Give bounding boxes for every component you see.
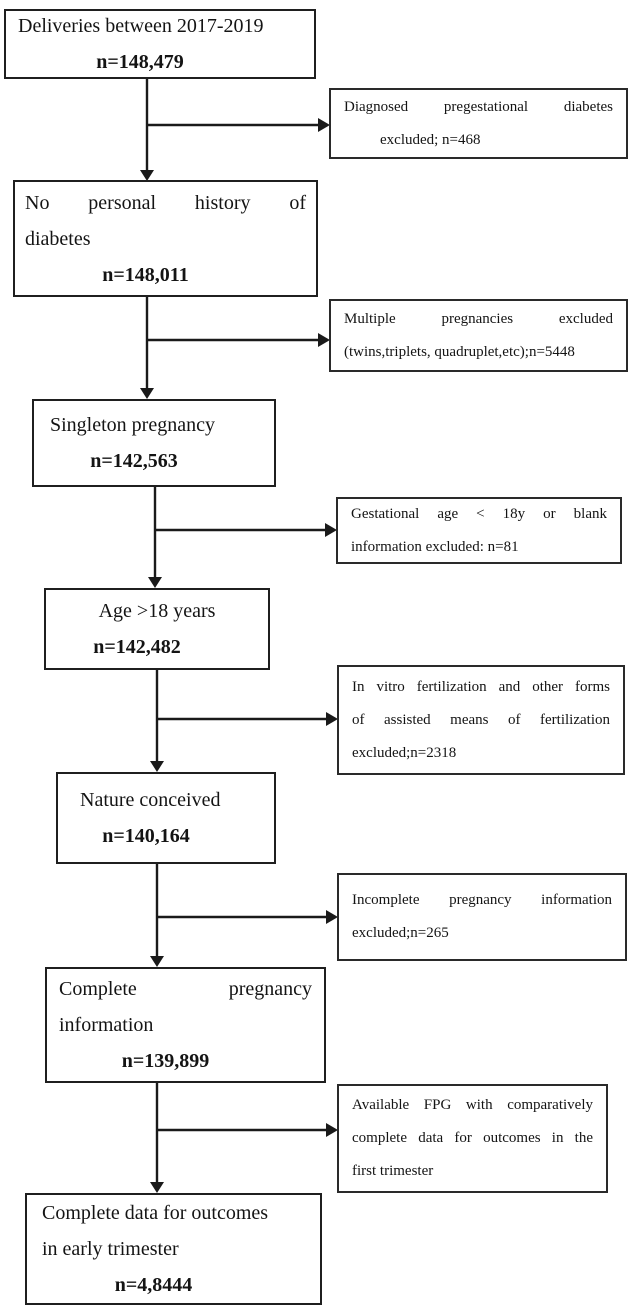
exclusion-text: Multiple pregnancies excluded (twins,trip…: [331, 303, 626, 369]
box-count: n=4,8444: [114, 1274, 193, 1296]
flow-box-complete-outcome-data: Complete data for outcomes in early trime…: [25, 1193, 322, 1305]
connector-4: [150, 670, 338, 772]
flow-box-nature-conceived: Nature conceived n=140,164: [56, 772, 276, 864]
right-arrowhead-icon: [318, 118, 330, 132]
text-line: excluded; n=468: [380, 131, 481, 148]
box-count: n=142,482: [93, 636, 181, 658]
text-line: Diagnosed pregestational diabetes: [344, 98, 613, 115]
text-line: Incomplete pregnancy information: [352, 892, 612, 908]
connector-1: [140, 79, 330, 181]
flow-box-singleton-pregnancy: Singleton pregnancy n=142,563: [32, 399, 276, 487]
connector-5: [150, 864, 338, 967]
text-line: (twins,triplets, quadruplet,etc);n=5448: [344, 343, 575, 360]
box-count: n=148,011: [102, 263, 189, 286]
box-title: No personal history of diabetes: [15, 185, 316, 257]
text-line: Singleton pregnancy: [50, 414, 215, 436]
box-title: Deliveries between 2017-2019: [6, 8, 314, 44]
text-line: first trimester: [352, 1163, 434, 1179]
down-arrowhead-icon: [148, 577, 162, 588]
connector-6: [150, 1083, 338, 1193]
text-line: Nature conceived: [80, 789, 221, 811]
exclusion-box-incomplete-info: Incomplete pregnancy information excluded…: [337, 873, 627, 961]
box-title: Nature conceived: [58, 782, 274, 818]
text-line: In vitro fertilization and other forms: [352, 678, 610, 695]
connector-2: [140, 297, 330, 399]
flow-box-age-over-18: Age >18 years n=142,482: [44, 588, 270, 670]
box-title: Singleton pregnancy: [34, 407, 274, 443]
right-arrowhead-icon: [326, 712, 338, 726]
box-title: Complete data for outcomes in early trime…: [27, 1195, 320, 1267]
flow-box-deliveries: Deliveries between 2017-2019 n=148,479: [4, 9, 316, 79]
flow-box-no-history-diabetes: No personal history of diabetes n=148,011: [13, 180, 318, 297]
box-title: Age >18 years: [46, 593, 268, 629]
exclusion-box-age-or-blank: Gestational age < 18y or blank informatio…: [336, 497, 622, 564]
right-arrowhead-icon: [326, 910, 338, 924]
text-line: excluded;n=265: [352, 925, 449, 941]
exclusion-text: Diagnosed pregestational diabetes exclude…: [331, 91, 626, 157]
note-text: Available FPG with comparatively complete…: [339, 1089, 606, 1188]
down-arrowhead-icon: [150, 1182, 164, 1193]
text-line: Deliveries between 2017-2019: [18, 15, 264, 37]
exclusion-box-multiple-pregnancies: Multiple pregnancies excluded (twins,trip…: [329, 299, 628, 372]
connector-3: [148, 487, 337, 588]
text-line: Gestational age < 18y or blank: [351, 505, 607, 522]
right-arrowhead-icon: [326, 1123, 338, 1137]
box-count: n=148,479: [96, 51, 184, 73]
box-count: n=140,164: [102, 825, 190, 847]
flow-box-complete-pregnancy-info: Complete pregnancy information n=139,899: [45, 967, 326, 1083]
text-line: excluded;n=2318: [352, 744, 457, 761]
text-line: diabetes: [25, 227, 91, 250]
text-line: in early trimester: [42, 1238, 179, 1260]
exclusion-text: Gestational age < 18y or blank informatio…: [338, 498, 620, 564]
right-arrowhead-icon: [318, 333, 330, 347]
exclusion-text: In vitro fertilization and other forms of…: [339, 671, 623, 770]
text-line: Multiple pregnancies excluded: [344, 310, 613, 327]
text-line: information excluded: n=81: [351, 538, 519, 555]
exclusion-box-pregestational-diabetes: Diagnosed pregestational diabetes exclude…: [329, 88, 628, 159]
text-line: Complete data for outcomes: [42, 1202, 269, 1224]
note-box-available-fpg: Available FPG with comparatively complete…: [337, 1084, 608, 1193]
text-line: information: [59, 1014, 154, 1036]
down-arrowhead-icon: [140, 170, 154, 181]
text-line: complete data for outcomes in the: [352, 1130, 593, 1146]
down-arrowhead-icon: [150, 761, 164, 772]
exclusion-text: Incomplete pregnancy information excluded…: [339, 884, 625, 950]
box-title: Complete pregnancy information: [47, 971, 324, 1043]
text-line: of assisted means of fertilization: [352, 711, 610, 728]
right-arrowhead-icon: [325, 523, 337, 537]
text-line: Available FPG with comparatively: [352, 1097, 593, 1113]
box-count: n=139,899: [121, 1050, 210, 1072]
down-arrowhead-icon: [150, 956, 164, 967]
exclusion-box-ivf-assisted: In vitro fertilization and other forms of…: [337, 665, 625, 775]
box-count: n=142,563: [90, 450, 178, 472]
text-line: Complete pregnancy: [59, 978, 312, 1000]
text-line: No personal history of: [25, 191, 306, 214]
text-line: Age >18 years: [98, 600, 216, 622]
down-arrowhead-icon: [140, 388, 154, 399]
